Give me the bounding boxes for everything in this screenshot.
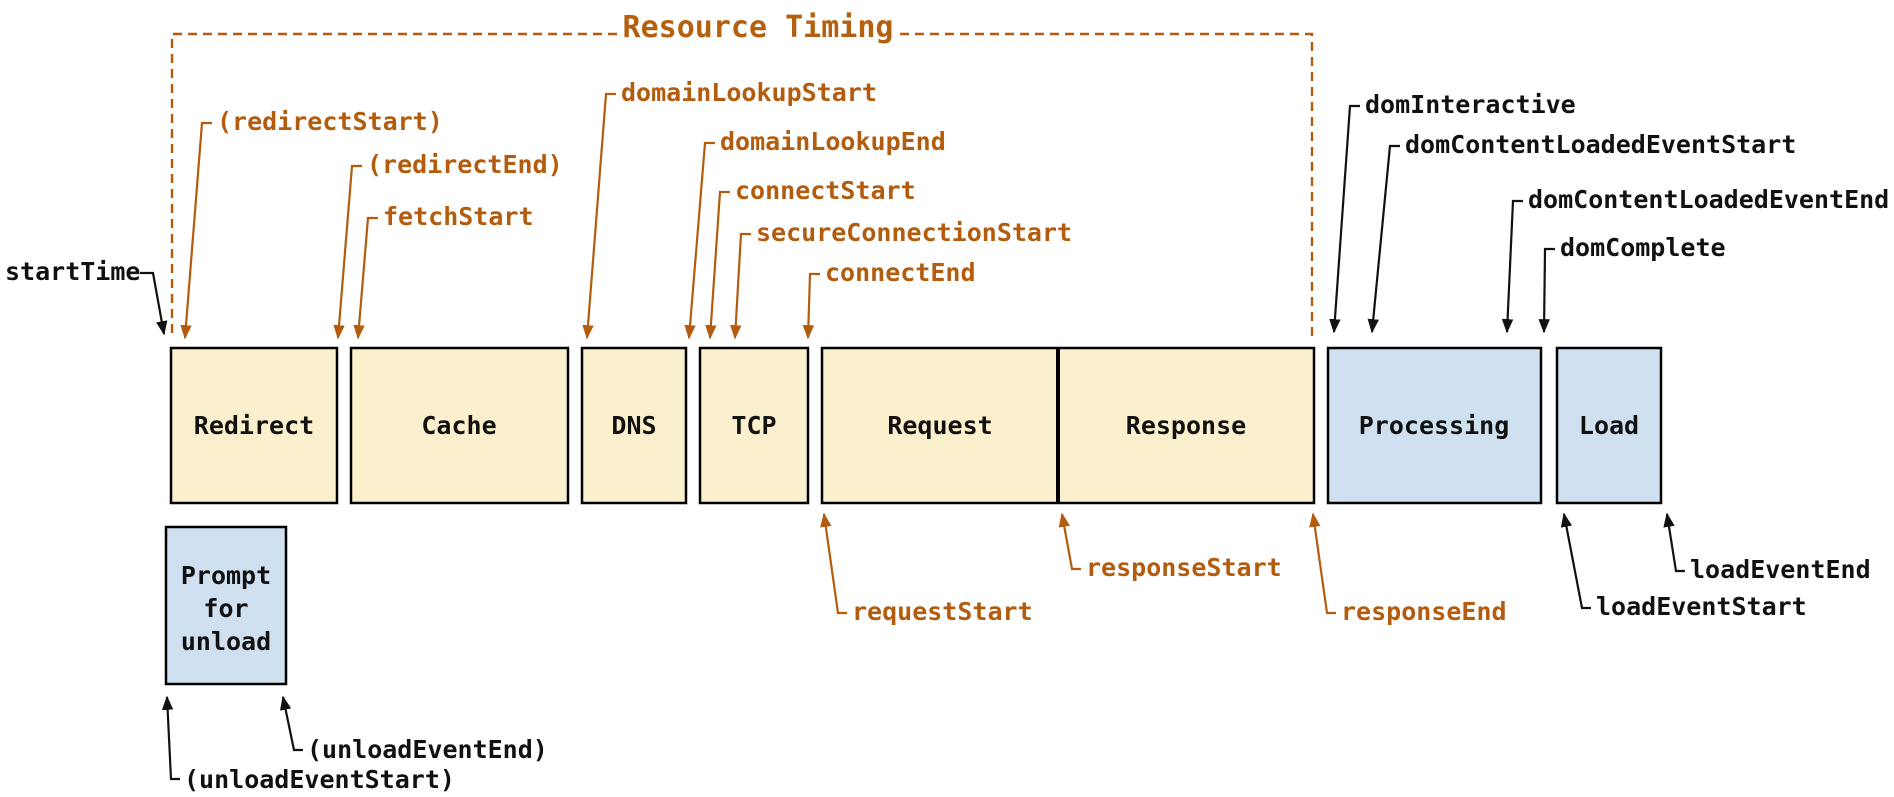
- resource-timing-bracket-left: [170, 32, 617, 338]
- fetch-start-arrow: [353, 216, 378, 340]
- dom-complete-arrow: [1538, 247, 1555, 334]
- event-label-redirect-end: (redirectEnd): [367, 150, 563, 179]
- event-label-secure-connection-start: secureConnectionStart: [756, 218, 1072, 247]
- phase-label-redirect: Redirect: [194, 411, 314, 440]
- request-start-arrow: [820, 512, 847, 615]
- dom-content-loaded-event-start-arrow: [1367, 144, 1400, 334]
- event-label-unload-event-start: (unloadEventStart): [184, 765, 455, 794]
- phase-box-redirect: [169, 346, 339, 505]
- phase-box-dns: [580, 346, 688, 505]
- phase-label-response: Response: [1126, 411, 1246, 440]
- event-label-connect-start: connectStart: [735, 176, 916, 205]
- domain-lookup-start-arrow: [582, 92, 616, 340]
- phase-label-load: Load: [1579, 411, 1639, 440]
- dom-content-loaded-event-end-arrow: [1501, 199, 1523, 334]
- event-label-domain-lookup-end: domainLookupEnd: [720, 127, 946, 156]
- resource-timing-bracket-right: [900, 32, 1314, 338]
- connect-end-arrow: [802, 272, 820, 340]
- prompt-box-line-3: unload: [181, 627, 271, 656]
- prompt-for-unload-box: [164, 525, 288, 686]
- connect-start-arrow: [705, 190, 730, 340]
- phase-label-tcp: TCP: [731, 411, 776, 440]
- phase-box-request-response: [820, 346, 1316, 505]
- dom-interactive-arrow: [1329, 104, 1360, 334]
- event-label-unload-event-end: (unloadEventEnd): [307, 735, 548, 764]
- redirect-end-arrow: [333, 164, 362, 340]
- event-label-redirect-start: (redirectStart): [217, 107, 443, 136]
- prompt-box-line-2: for: [203, 594, 248, 623]
- event-label-dom-content-loaded-event-end: domContentLoadedEventEnd: [1528, 185, 1889, 214]
- prompt-box-line-1: Prompt: [181, 561, 271, 590]
- phase-label-dns: DNS: [611, 411, 656, 440]
- event-label-domain-lookup-start: domainLookupStart: [621, 78, 877, 107]
- phase-box-load: [1555, 346, 1663, 505]
- event-label-response-start: responseStart: [1086, 553, 1282, 582]
- phase-label-request: Request: [887, 411, 992, 440]
- secure-connection-start-arrow: [730, 232, 751, 340]
- event-label-load-event-start: loadEventStart: [1596, 592, 1807, 621]
- event-label-dom-interactive: domInteractive: [1365, 90, 1576, 119]
- event-label-start-time: startTime: [5, 257, 140, 286]
- event-label-connect-end: connectEnd: [825, 258, 976, 287]
- redirect-start-arrow: [180, 121, 212, 340]
- event-label-response-end: responseEnd: [1341, 597, 1507, 626]
- phase-label-processing: Processing: [1359, 411, 1510, 440]
- unload-event-start-arrow: [161, 695, 180, 781]
- phase-box-tcp: [698, 346, 810, 505]
- event-label-request-start: requestStart: [852, 597, 1033, 626]
- response-end-arrow: [1309, 512, 1336, 615]
- unload-event-end-arrow: [280, 695, 303, 752]
- diagram-title: Resource Timing: [623, 10, 894, 45]
- event-label-dom-content-loaded-event-start: domContentLoadedEventStart: [1405, 130, 1796, 159]
- event-label-fetch-start: fetchStart: [383, 202, 534, 231]
- phase-box-processing: [1326, 346, 1543, 505]
- event-label-load-event-end: loadEventEnd: [1690, 555, 1871, 584]
- event-label-dom-complete: domComplete: [1560, 233, 1726, 262]
- load-event-end-arrow: [1663, 512, 1685, 573]
- response-start-arrow: [1058, 512, 1081, 571]
- phase-box-cache: [349, 346, 570, 505]
- domain-lookup-end-arrow: [684, 141, 715, 340]
- phase-label-cache: Cache: [421, 411, 496, 440]
- start-time-arrow: [140, 271, 168, 336]
- load-event-start-arrow: [1560, 512, 1591, 610]
